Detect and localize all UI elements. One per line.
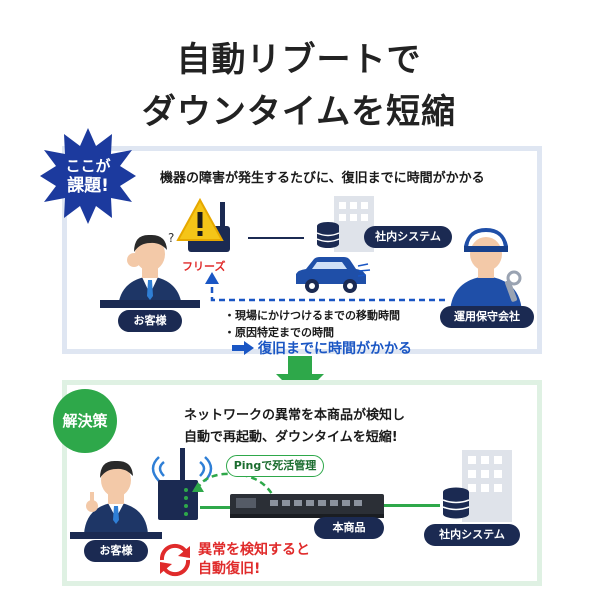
maintenance-label: 運用保守会社 [440, 306, 534, 328]
customer-label-top: お客様 [118, 310, 182, 332]
solution-heading-line-1: ネットワークの異常を本商品が検知し [184, 408, 406, 423]
connection-line-top [248, 237, 304, 239]
ping-monitoring-path [192, 472, 278, 503]
title-line-1: 自動リブートで [176, 40, 422, 80]
frozen-router-warning-icon [176, 197, 230, 252]
svg-text:?: ? [168, 231, 174, 245]
problem-badge-burst [40, 128, 136, 224]
office-building-server-bottom-icon [442, 450, 512, 522]
wifi-router-icon [151, 448, 213, 520]
solution-heading: ネットワークの異常を本商品が検知し 自動で再起動、ダウンタイムを短縮! [184, 405, 405, 449]
recover-line-2: 自動復旧! [198, 561, 261, 577]
recover-text: 異常を検知すると 自動復旧! [198, 541, 310, 579]
problem-bullet-list: ・現場にかけつけるまでの移動時間 ・原因特定までの時間 [224, 307, 400, 341]
problem-badge-line-1: ここが [65, 157, 111, 175]
system-label-top: 社内システム [364, 226, 452, 248]
problem-heading: 機器の障害が発生するたびに、復旧までに時間がかかる [160, 171, 485, 186]
title-line-2: ダウンタイムを短縮 [141, 92, 457, 132]
ping-label: Pingで死活管理 [226, 455, 324, 477]
problem-bullet-2: ・原因特定までの時間 [224, 326, 334, 339]
connection-line-router-product [200, 506, 234, 509]
solution-heading-line-2: 自動で再起動、ダウンタイムを短縮! [184, 430, 398, 445]
dispatch-path-dashed [205, 272, 445, 302]
problem-bullet-1: ・現場にかけつけるまでの移動時間 [224, 309, 400, 322]
problem-badge: ここが 課題! [40, 156, 136, 196]
connection-line-product-system [384, 504, 440, 507]
arrow-right-icon [232, 341, 254, 355]
auto-recover-cycle-icon [159, 543, 191, 577]
customer-desk [100, 300, 200, 308]
product-label: 本商品 [314, 517, 384, 539]
car-icon [296, 257, 366, 293]
recover-line-1: 異常を検知すると [198, 542, 310, 558]
solution-badge: 解決策 [62, 412, 108, 430]
problem-result: 復旧までに時間がかかる [258, 341, 412, 357]
freeze-label: フリーズ [182, 260, 226, 273]
customer-desk-bottom [70, 532, 162, 539]
product-device-icon [230, 494, 384, 518]
speed-lines-icon [357, 263, 371, 277]
problem-badge-line-2: 課題! [67, 176, 109, 196]
down-arrow-icon [276, 356, 324, 398]
solution-badge-circle [53, 389, 117, 453]
customer-person-bottom-icon [84, 460, 148, 534]
maintenance-worker-icon [450, 228, 522, 312]
system-label-bottom: 社内システム [424, 524, 520, 546]
customer-label-bottom: お客様 [84, 540, 148, 562]
